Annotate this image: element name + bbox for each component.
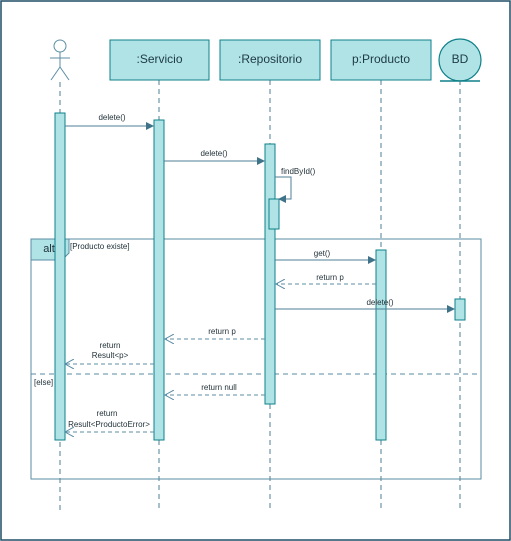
return-result-error-label-line2: Result<ProductoError> [68,420,150,429]
delete-to-bd-label: delete() [366,298,393,307]
repositorio-self-activation [268,198,280,230]
producto-label: p:Producto [352,52,410,66]
alt-label: alt [43,243,55,255]
find-by-id-label: findById() [281,167,316,176]
servicio-activation [153,119,165,441]
producto-participant: p:Producto [330,39,432,81]
else-guard: [else] [34,378,53,387]
producto-existe-guard: [Producto existe] [70,242,130,251]
repositorio-participant: :Repositorio [219,39,321,81]
return-result-p-label-line1: return [100,341,121,350]
return-result-p-label-line2: Result<p> [92,351,129,360]
delete-to-repositorio-label: delete() [200,149,227,158]
return-p-to-servicio-label: return p [208,327,236,336]
repositorio-activation [264,143,276,405]
return-result-error-label-line1: return [97,409,118,418]
bd-activation [454,298,466,321]
bd-label: BD [452,52,469,66]
producto-activation [375,249,387,441]
servicio-label: :Servicio [136,52,182,66]
find-by-id-self-arrow [275,176,292,203]
return-null-label: return null [201,383,237,392]
return-p-from-producto-label: return p [316,273,344,282]
servicio-participant: :Servicio [109,39,210,81]
user-actor-icon [50,39,70,81]
repositorio-label: :Repositorio [238,52,302,66]
delete-to-servicio-label: delete() [98,113,125,122]
get-label: get() [314,249,331,258]
bd-participant: BD [438,38,482,82]
actor-activation [54,112,66,441]
